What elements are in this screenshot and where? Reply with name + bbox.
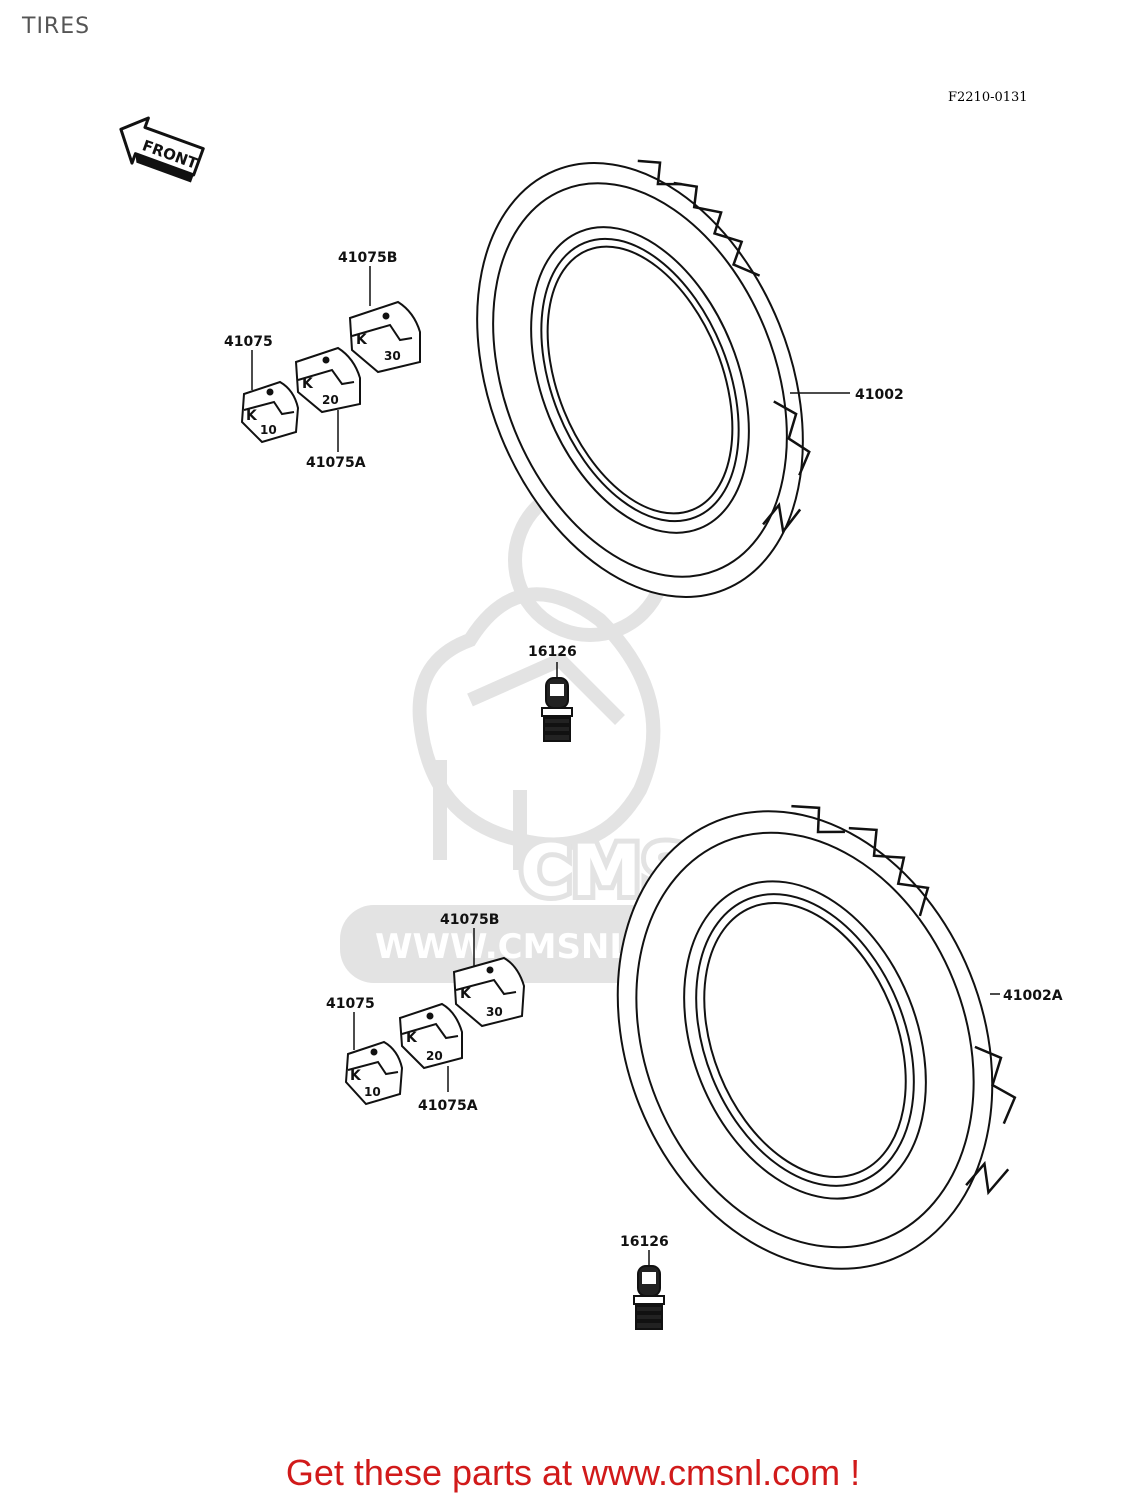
front-direction-arrow-icon: FRONT <box>119 116 205 183</box>
front-valve <box>541 677 573 742</box>
rear-w30-mark: 30 <box>486 1005 503 1019</box>
front-weight-20: K 20 <box>294 346 361 414</box>
front-w20-brand: K <box>302 376 314 392</box>
front-weight-30: K 30 <box>348 300 421 374</box>
label-front-w20: 41075A <box>306 455 366 471</box>
rear-weight-10: K 10 <box>344 1040 404 1106</box>
footer-shop-link[interactable]: Get these parts at www.cmsnl.com ! <box>285 1452 861 1493</box>
front-w30-brand: K <box>356 332 368 348</box>
front-weight-10: K 10 <box>240 380 300 444</box>
rear-w20-mark: 20 <box>426 1049 443 1063</box>
diagram-code: F2210-0131 <box>948 90 1028 105</box>
label-rear-tire: 41002A <box>1003 988 1063 1004</box>
front-w10-mark: 10 <box>260 423 277 437</box>
rear-w30-brand: K <box>460 986 472 1002</box>
rear-w20-brand: K <box>406 1030 418 1046</box>
page-title: TIRES <box>22 14 91 39</box>
front-tire <box>476 159 811 598</box>
rear-tire <box>616 804 1017 1270</box>
rear-w10-brand: K <box>350 1068 362 1084</box>
label-front-w30: 41075B <box>338 250 397 266</box>
front-w30-mark: 30 <box>384 349 401 363</box>
label-rear-valve: 16126 <box>620 1234 669 1250</box>
label-rear-w30: 41075B <box>440 912 499 928</box>
label-front-valve: 16126 <box>528 644 577 660</box>
label-front-tire: 41002 <box>855 387 904 403</box>
front-w20-mark: 20 <box>322 393 339 407</box>
rear-w10-mark: 10 <box>364 1085 381 1099</box>
label-rear-w10: 41075 <box>326 996 375 1012</box>
rear-weight-30: K 30 <box>452 956 526 1028</box>
label-rear-w20: 41075A <box>418 1098 478 1114</box>
label-front-w10: 41075 <box>224 334 273 350</box>
front-w10-brand: K <box>246 408 258 424</box>
rear-weight-20: K 20 <box>398 1002 463 1070</box>
rear-valve <box>633 1265 665 1330</box>
